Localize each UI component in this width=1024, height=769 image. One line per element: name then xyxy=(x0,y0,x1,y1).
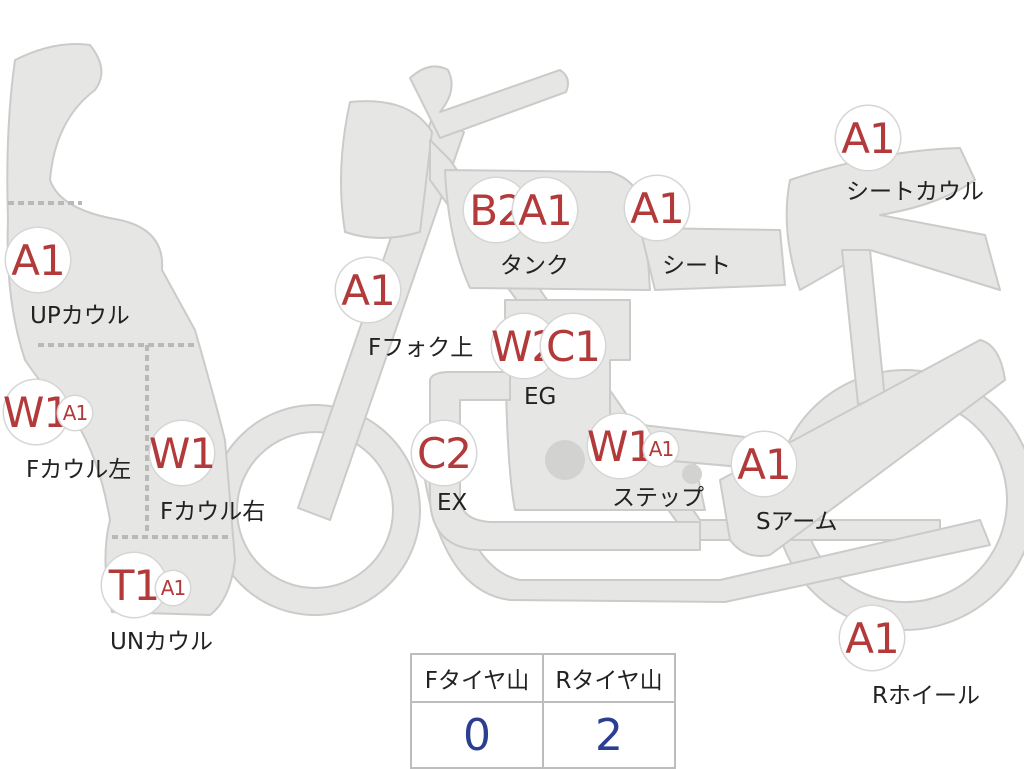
part-label-un-cowl: UNカウル xyxy=(110,629,214,655)
damage-badge: A1 xyxy=(840,606,904,670)
part-label-engine: EG xyxy=(524,384,557,410)
step-peg xyxy=(682,464,702,484)
tire-tread-table: Fタイヤ山 Rタイヤ山 0 2 xyxy=(410,653,676,769)
seat xyxy=(639,227,786,291)
damage-badge: A1 xyxy=(156,571,190,605)
part-label-up-cowl: UPカウル xyxy=(30,303,130,329)
part-label-r-wheel: Rホイール xyxy=(872,683,980,709)
damage-badge: A1 xyxy=(625,176,689,240)
damage-badge: A1 xyxy=(6,228,70,292)
damage-badge: A1 xyxy=(836,106,900,170)
front-tire-value: 0 xyxy=(410,701,544,769)
seat-cowl xyxy=(785,147,1001,291)
handlebar xyxy=(409,65,569,139)
damage-badge: A1 xyxy=(58,396,92,430)
damage-badge: A1 xyxy=(644,432,678,466)
part-label-f-cowl-right: Fカウル右 xyxy=(160,499,266,525)
swingarm xyxy=(719,339,1006,557)
part-label-swingarm: Sアーム xyxy=(756,509,838,535)
damage-badge: W1 xyxy=(587,414,654,478)
damage-badge: A1 xyxy=(513,178,577,242)
rear-shock xyxy=(841,249,886,405)
damage-badge: C2 xyxy=(412,421,476,485)
part-label-f-fork: Fフォク上 xyxy=(368,335,474,361)
exhaust xyxy=(429,371,701,551)
rear-tire-value: 2 xyxy=(542,701,676,769)
damage-badge: A1 xyxy=(732,432,796,496)
engine-cover xyxy=(545,440,585,480)
front-wheel xyxy=(209,404,421,616)
part-label-tank: タンク xyxy=(500,253,569,279)
damage-badge: T1 xyxy=(102,553,166,617)
damage-badge: C1 xyxy=(541,314,605,378)
headlight xyxy=(340,100,433,239)
part-label-step: ステップ xyxy=(612,485,704,511)
part-label-f-cowl-left: Fカウル左 xyxy=(26,457,132,483)
front-tire-header: Fタイヤ山 xyxy=(410,653,544,703)
damage-badge: A1 xyxy=(336,258,400,322)
part-label-exhaust: EX xyxy=(437,490,468,516)
damage-badge: W1 xyxy=(149,421,216,485)
part-label-seat-cowl: シートカウル xyxy=(846,179,984,205)
rear-tire-header: Rタイヤ山 xyxy=(542,653,676,703)
part-label-seat: シート xyxy=(662,253,731,279)
